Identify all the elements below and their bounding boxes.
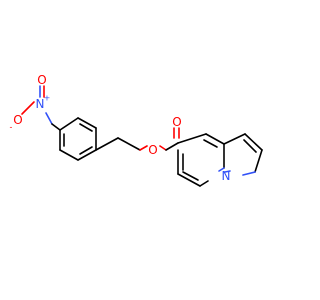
atom-o-nitro-minus: O <box>13 113 22 127</box>
atom-o-nitro-double: O <box>37 73 46 87</box>
atom-labels: O - N + O O O N <box>10 73 231 183</box>
atom-n-nitro: N <box>36 97 45 111</box>
pyrrole-ring <box>223 133 263 176</box>
pyridine-ring <box>177 133 225 187</box>
ethyl-ester-linker <box>95 127 180 151</box>
molecule-structure: O - N + O O O N <box>10 73 263 187</box>
atom-n-ring: N <box>222 169 231 183</box>
atom-o-carbonyl: O <box>172 115 181 129</box>
charge-plus: + <box>44 94 51 103</box>
benzene-ring <box>59 117 97 161</box>
nitro-group-bonds <box>21 85 61 131</box>
charge-minus: - <box>10 123 13 132</box>
atom-o-ester: O <box>148 143 157 157</box>
